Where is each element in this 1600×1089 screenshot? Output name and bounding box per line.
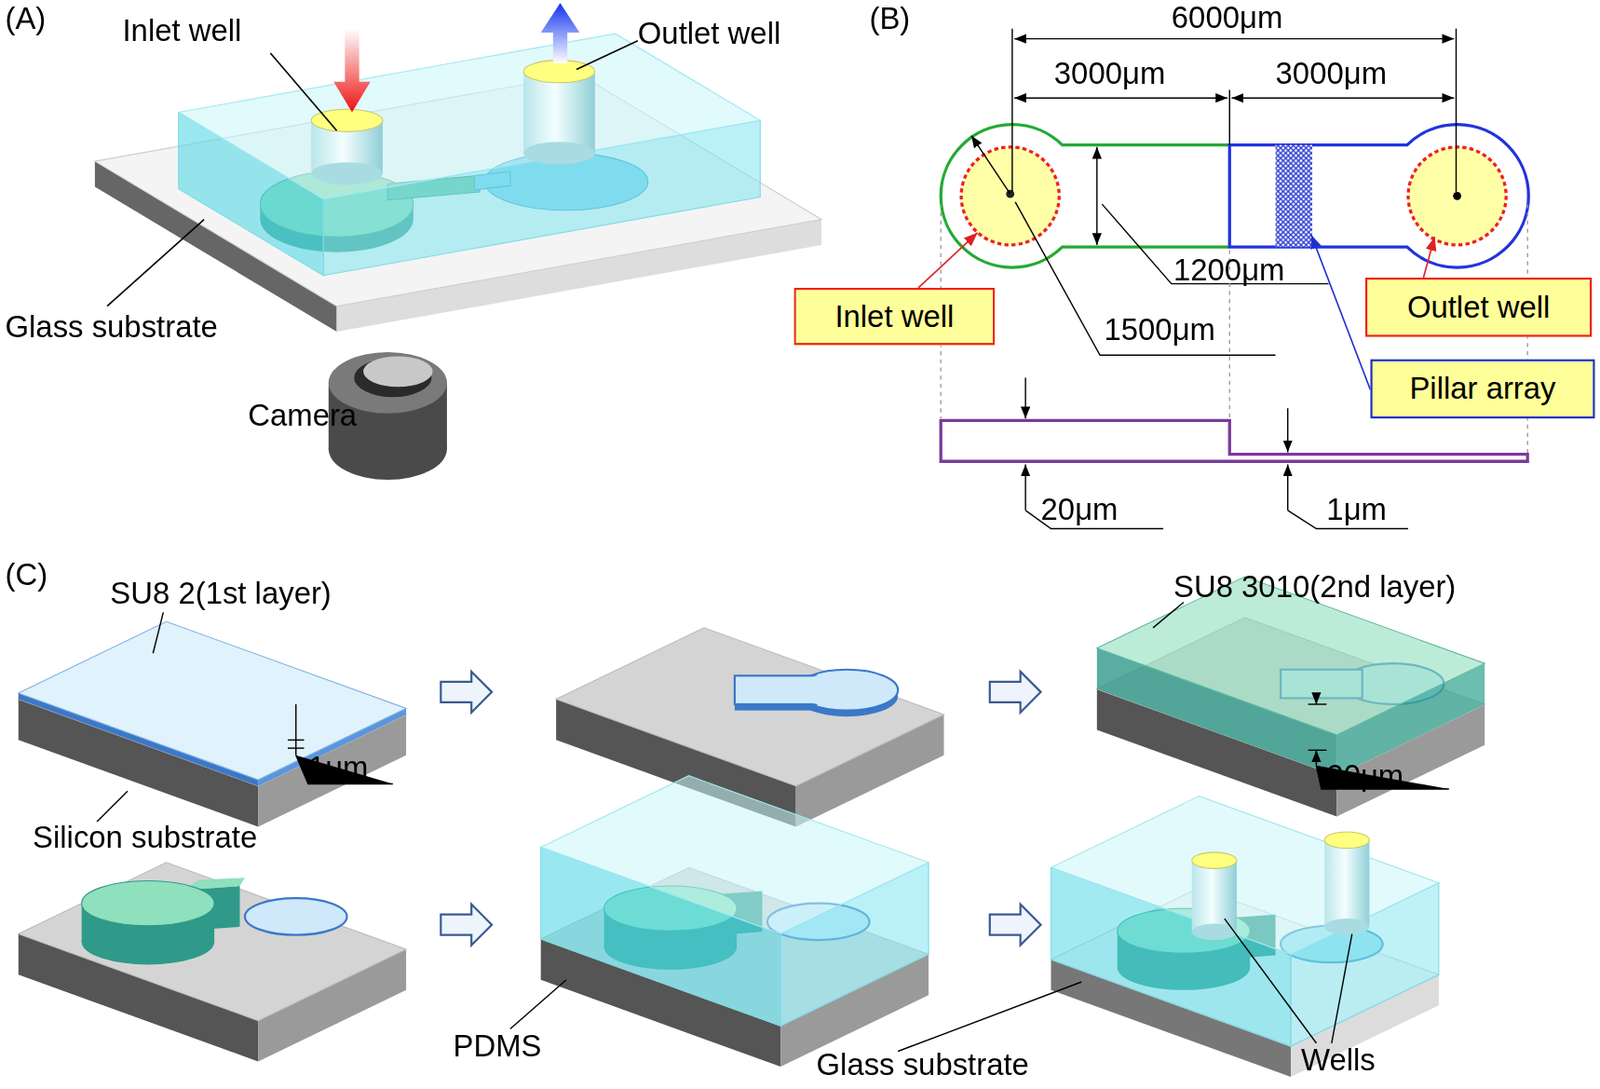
callout-box: Outlet well (1365, 277, 1592, 338)
annotation-label: 1μm (308, 752, 369, 784)
callout-text: Inlet well (834, 300, 954, 332)
callout-box: Inlet well (793, 287, 995, 345)
annotation-label: 1200μm (1173, 255, 1285, 286)
annotation-label: (A) (4, 2, 46, 34)
callout-text: Pillar array (1409, 373, 1556, 405)
panel-a (94, 2, 822, 480)
annotation-label: Glass substrate (816, 1048, 1030, 1080)
annotation-label: SU8 2(1st layer) (109, 577, 331, 609)
annotation-label: 1μm (1326, 493, 1387, 525)
annotation-label: 20μm (1326, 759, 1404, 791)
annotation-label: PDMS (452, 1030, 542, 1062)
annotation-label: SU8 3010(2nd layer) (1173, 571, 1456, 603)
annotation-label: Outlet well (637, 18, 781, 50)
annotation-label: 6000μm (1171, 1, 1283, 33)
annotation-label: Inlet well (122, 14, 242, 46)
annotation-label: Silicon substrate (32, 822, 258, 854)
annotation-label: (B) (869, 2, 911, 34)
annotation-label: Camera (247, 399, 357, 431)
annotation-label: (C) (4, 558, 48, 590)
panel-c (18, 576, 1485, 1077)
annotation-label: Wells (1301, 1044, 1376, 1076)
annotation-label: 1500μm (1104, 313, 1216, 345)
annotation-label: 3000μm (1054, 57, 1166, 89)
annotation-label: Glass substrate (4, 311, 217, 342)
callout-text: Outlet well (1407, 291, 1550, 323)
annotation-label: 3000μm (1275, 57, 1387, 89)
annotation-label: 20μm (1041, 493, 1119, 525)
callout-box: Pillar array (1369, 359, 1595, 420)
